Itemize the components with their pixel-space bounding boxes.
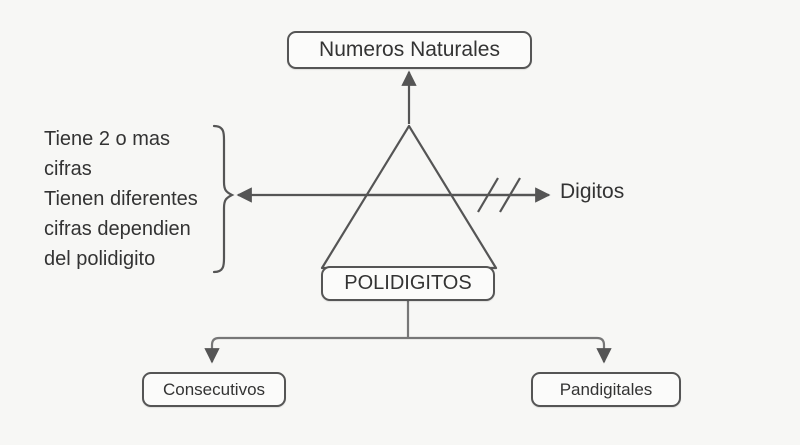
node-pandigitales-label: Pandigitales — [559, 379, 653, 399]
annotation-text-block: Tiene 2 o mas cifras Tienen diferentes c… — [44, 124, 224, 274]
node-polidigitos-label: POLIDIGITOS — [344, 272, 472, 294]
connector-branch-right — [408, 336, 612, 364]
node-polidigitos[interactable]: POLIDIGITOS — [321, 266, 495, 301]
annotation-line: cifras — [44, 158, 92, 180]
node-consecutivos-label: Consecutivos — [162, 379, 266, 399]
connector-branch-left — [204, 336, 408, 364]
label-digitos: Digitos — [560, 180, 625, 203]
slash-mark-one-icon — [477, 177, 499, 213]
node-pandigitales[interactable]: Pandigitales — [531, 372, 681, 407]
node-numeros-naturales[interactable]: Numeros Naturales — [287, 31, 532, 69]
triangle-shape — [320, 124, 498, 270]
annotation-line: Tienen diferentes — [44, 188, 198, 210]
slash-mark-two-icon — [499, 177, 521, 213]
annotation-line: cifras dependien — [44, 218, 191, 240]
node-numeros-naturales-label: Numeros Naturales — [319, 38, 500, 61]
node-consecutivos[interactable]: Consecutivos — [142, 372, 286, 407]
annotation-line: Tiene 2 o mas — [44, 128, 170, 150]
annotation-line: del polidigito — [44, 248, 156, 270]
